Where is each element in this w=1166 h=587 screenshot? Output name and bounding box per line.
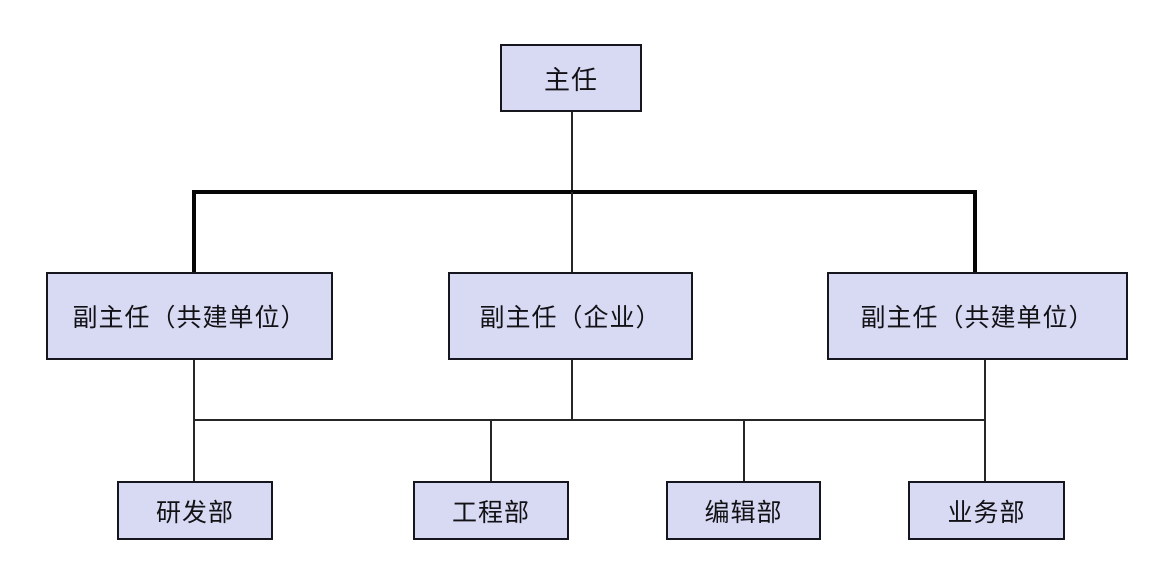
connector-top-bus: [192, 190, 977, 272]
node-dept-editorial: 编辑部: [666, 481, 821, 540]
node-director: 主任: [500, 44, 642, 112]
node-deputy-joint-unit-right: 副主任（共建单位）: [827, 272, 1128, 360]
node-deputy-joint-unit-left: 副主任（共建单位）: [46, 272, 333, 360]
node-dept-business: 业务部: [908, 481, 1065, 540]
node-deputy-enterprise: 副主任（企业）: [448, 272, 693, 360]
node-dept-research-development: 研发部: [117, 481, 273, 540]
node-dept-engineering: 工程部: [413, 481, 569, 540]
